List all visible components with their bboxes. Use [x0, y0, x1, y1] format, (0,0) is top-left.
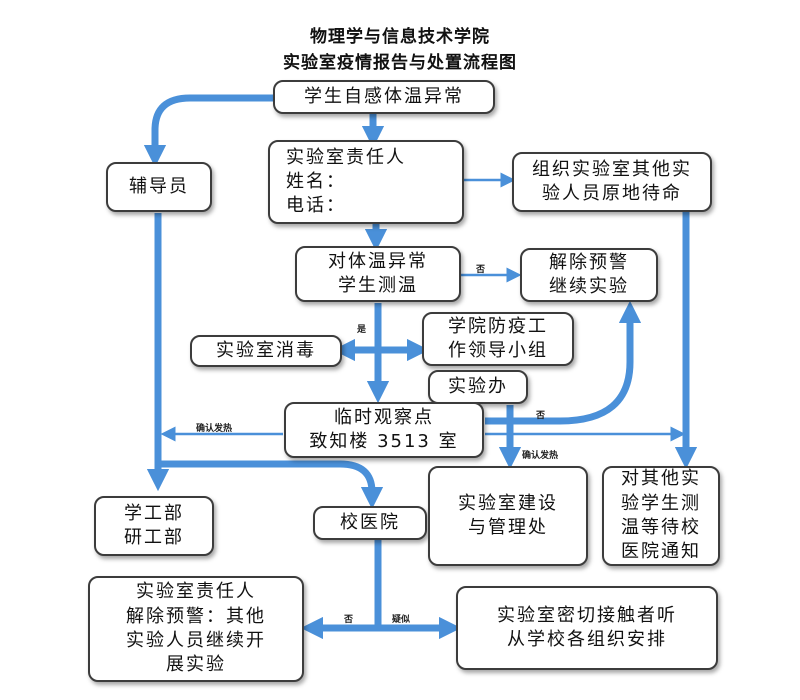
- edge-label-no-observation: 否: [536, 411, 546, 421]
- node-label: 学院防疫工: [448, 315, 548, 337]
- node-label: 组织实验室其他实: [532, 158, 692, 180]
- node-student-abnormal: 学生自感体温异常: [273, 80, 495, 114]
- title-line-1: 物理学与信息技术学院: [310, 27, 490, 47]
- node-label: 学生自感体温异常: [304, 85, 464, 107]
- arrow-student-to-counselor: [143, 94, 273, 168]
- node-disinfect: 实验室消毒: [190, 335, 342, 367]
- node-label: 从学校各组织安排: [507, 629, 667, 650]
- node-counselor: 辅导员: [106, 162, 212, 212]
- node-label: 致知楼 3513 室: [309, 431, 459, 452]
- node-label: 验学生测: [621, 492, 701, 514]
- node-hospital: 校医院: [313, 506, 427, 540]
- node-label: 辅导员: [129, 175, 189, 197]
- node-organize-others: 组织实验室其他实 验人员原地待命: [512, 152, 712, 212]
- node-responsible-release: 实验室责任人 解除预警：其他 实验人员继续开 展实验: [88, 576, 304, 682]
- node-test-others: 对其他实 验学生测 温等待校 医院通知: [602, 466, 720, 566]
- node-lab-responsible: 实验室责任人 姓名： 电话：: [268, 140, 464, 224]
- node-label: 解除预警: [549, 251, 629, 273]
- node-measure-temp: 对体温异常 学生测温: [295, 246, 461, 302]
- node-label: 对体温异常: [328, 250, 428, 272]
- node-label: 温等待校: [621, 517, 701, 538]
- arrow-to-hospital: [158, 460, 384, 510]
- node-label: 实验人员继续开: [126, 630, 266, 651]
- edge-label-confirm-right: 确认发热: [522, 451, 559, 461]
- node-label: 解除预警：其他: [126, 605, 266, 627]
- node-student-affairs: 学工部 研工部: [94, 496, 214, 556]
- node-label: 对其他实: [621, 468, 701, 490]
- arrow-observation-to-release: [485, 300, 642, 425]
- edge-label-confirm-left: 确认发热: [196, 424, 233, 434]
- edge-label-no-hospital: 否: [344, 615, 354, 625]
- edge-label-yes: 是: [357, 325, 367, 335]
- node-label: 实验室责任人: [136, 581, 256, 603]
- edge-label-suspected: 疑似: [392, 615, 411, 625]
- node-label: 展实验: [166, 654, 226, 676]
- node-prevention-group: 学院防疫工 作领导小组: [422, 312, 574, 366]
- node-label: 医院通知: [621, 541, 701, 563]
- node-label: 实验办: [448, 375, 508, 397]
- node-lab-construction: 实验室建设 与管理处: [428, 466, 588, 566]
- node-label: 临时观察点: [334, 406, 434, 428]
- node-label: 学生测温: [338, 275, 418, 296]
- node-label: 作领导小组: [448, 340, 548, 361]
- edge-label-no-release: 否: [476, 265, 486, 275]
- node-label: 研工部: [124, 527, 184, 548]
- title-line-2: 实验室疫情报告与处置流程图: [283, 53, 517, 73]
- node-label: 实验室密切接触者听: [497, 604, 677, 626]
- node-label: 电话：: [286, 195, 346, 217]
- node-label: 实验室建设: [458, 492, 558, 514]
- node-label: 与管理处: [468, 517, 548, 538]
- node-label: 学工部: [124, 502, 184, 524]
- node-label: 实验室责任人: [286, 146, 406, 168]
- node-observation-point: 临时观察点 致知楼 3513 室: [284, 402, 484, 458]
- node-label: 实验室消毒: [216, 339, 316, 361]
- node-lab-office: 实验办: [428, 370, 528, 404]
- node-label: 继续实验: [549, 276, 629, 297]
- node-label: 姓名：: [286, 170, 346, 192]
- node-label: 验人员原地待命: [542, 183, 682, 204]
- node-label: 校医院: [340, 511, 400, 533]
- node-release-warning: 解除预警 继续实验: [520, 248, 658, 302]
- node-close-contacts: 实验室密切接触者听 从学校各组织安排: [456, 586, 718, 670]
